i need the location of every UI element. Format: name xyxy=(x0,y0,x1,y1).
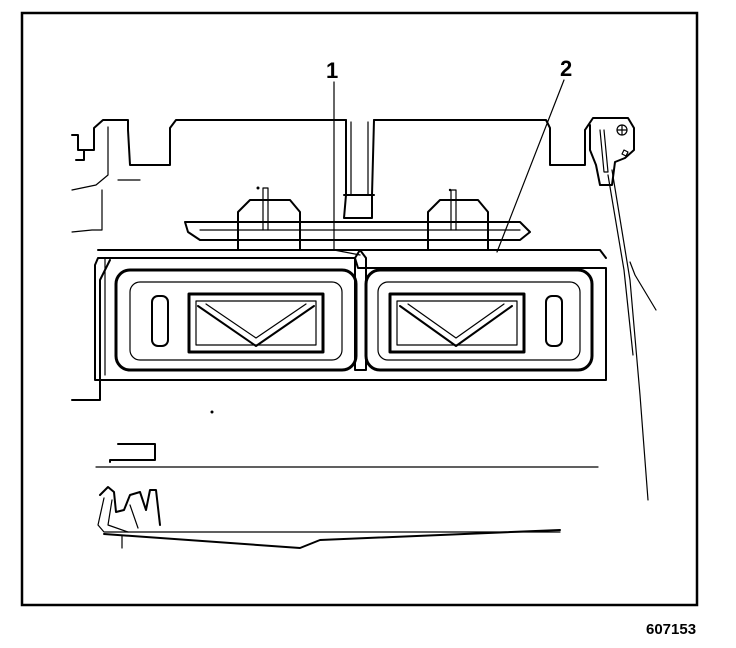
callout-1-label: 1 xyxy=(326,58,338,83)
callout-2-leader xyxy=(496,79,565,253)
lower-trim xyxy=(95,443,599,549)
figure-id: 607153 xyxy=(646,621,696,638)
upper-housing xyxy=(71,119,586,233)
callout-1-leader xyxy=(333,81,361,256)
callout-2-label: 2 xyxy=(560,56,572,81)
right-bracket xyxy=(584,117,657,501)
figure-frame xyxy=(20,11,699,607)
detail-dots xyxy=(210,186,452,414)
vent-assembly xyxy=(94,249,607,381)
right-vent-panel xyxy=(364,268,594,372)
left-wall xyxy=(71,259,111,401)
center-post xyxy=(343,119,375,219)
